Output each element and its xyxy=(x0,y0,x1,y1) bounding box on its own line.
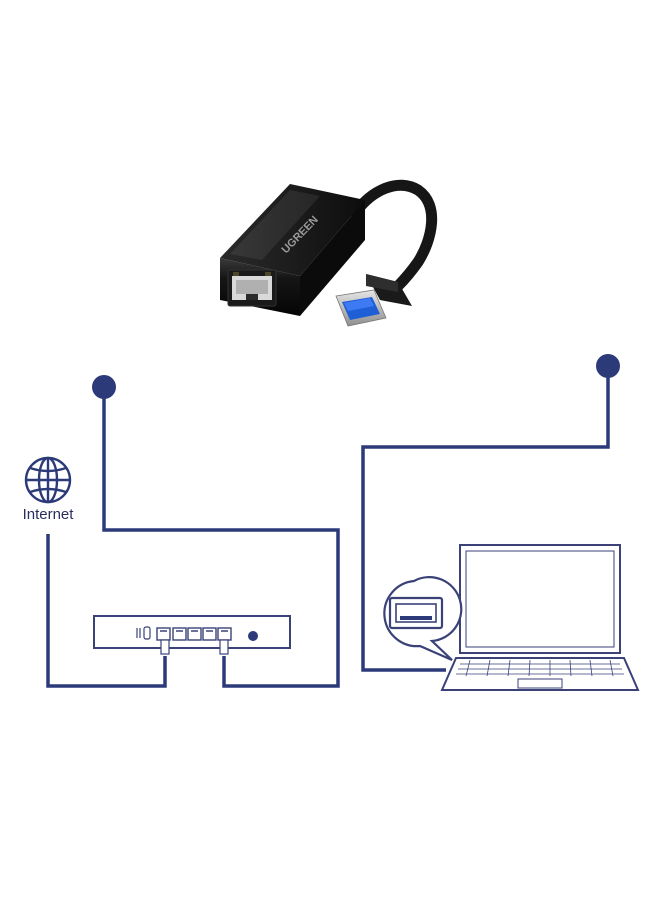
adapter-to-router-line xyxy=(102,386,340,688)
adapter-cable xyxy=(350,179,438,292)
usb-connector xyxy=(335,289,387,327)
laptop-keyboard xyxy=(456,659,624,677)
internet-to-router-line xyxy=(46,534,167,688)
router-indicators xyxy=(136,626,151,640)
laptop-link-line xyxy=(361,366,610,672)
router-icon xyxy=(93,615,291,655)
internet-label: Internet xyxy=(22,506,74,523)
rj45-port xyxy=(227,269,277,307)
adapter-body-side xyxy=(300,200,365,316)
router-power-dot xyxy=(248,631,258,641)
laptop-trackpad xyxy=(517,678,563,689)
adapter-body-top xyxy=(220,184,365,276)
ethernet-adapter-icon: UGREEN xyxy=(220,179,438,327)
left-node-dot xyxy=(92,375,116,399)
router-lan-ports xyxy=(156,627,232,641)
router-cable-plugs xyxy=(160,639,229,655)
globe-icon xyxy=(24,456,72,504)
usb-port-icon xyxy=(383,576,463,662)
connection-lines xyxy=(46,366,610,688)
right-node-dot xyxy=(596,354,620,378)
laptop-icon xyxy=(440,544,640,691)
